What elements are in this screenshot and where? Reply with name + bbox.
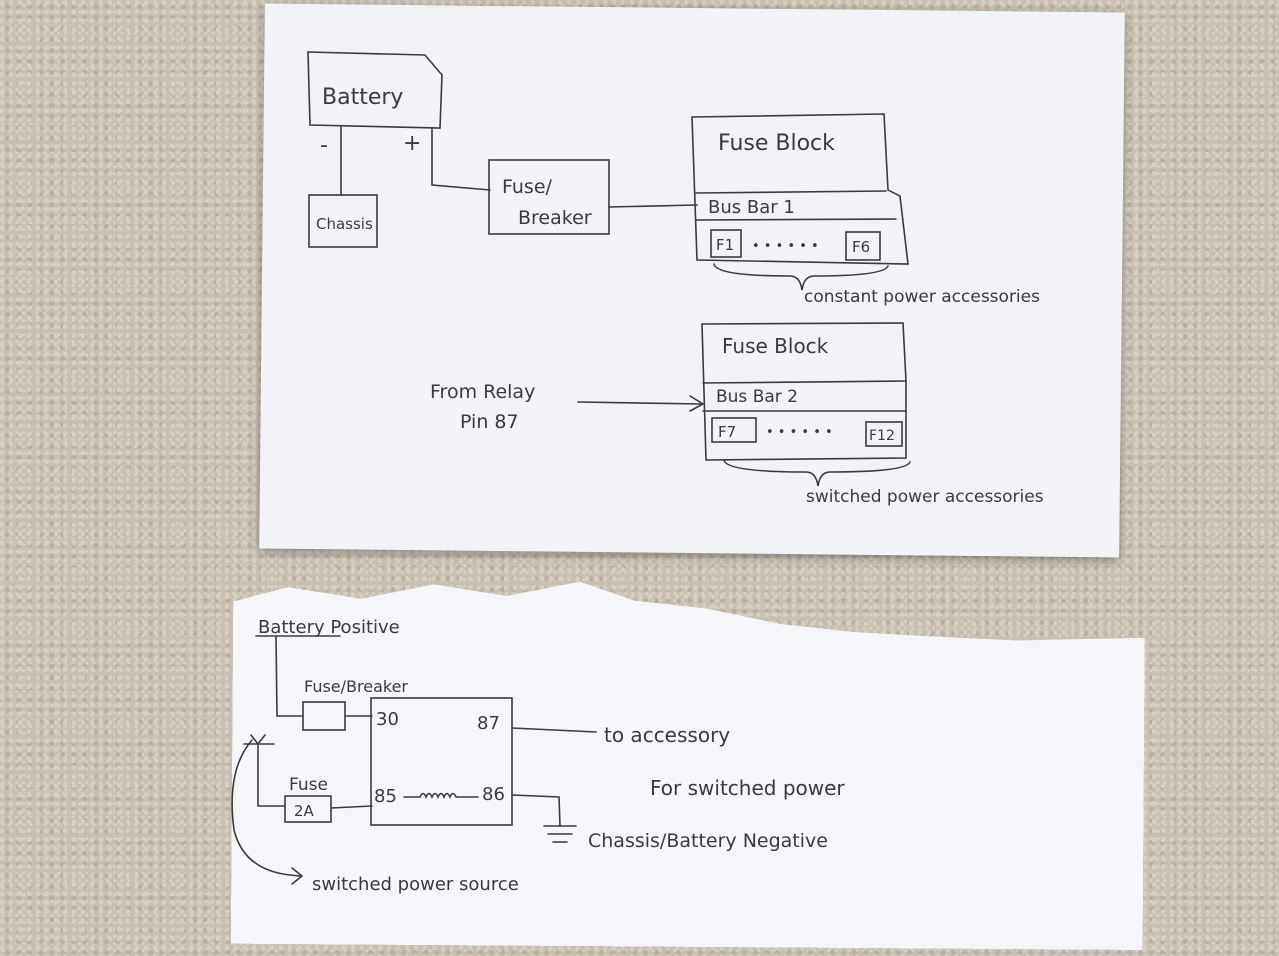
top-index-card (259, 3, 1125, 558)
bottom-torn-card (231, 572, 1146, 950)
